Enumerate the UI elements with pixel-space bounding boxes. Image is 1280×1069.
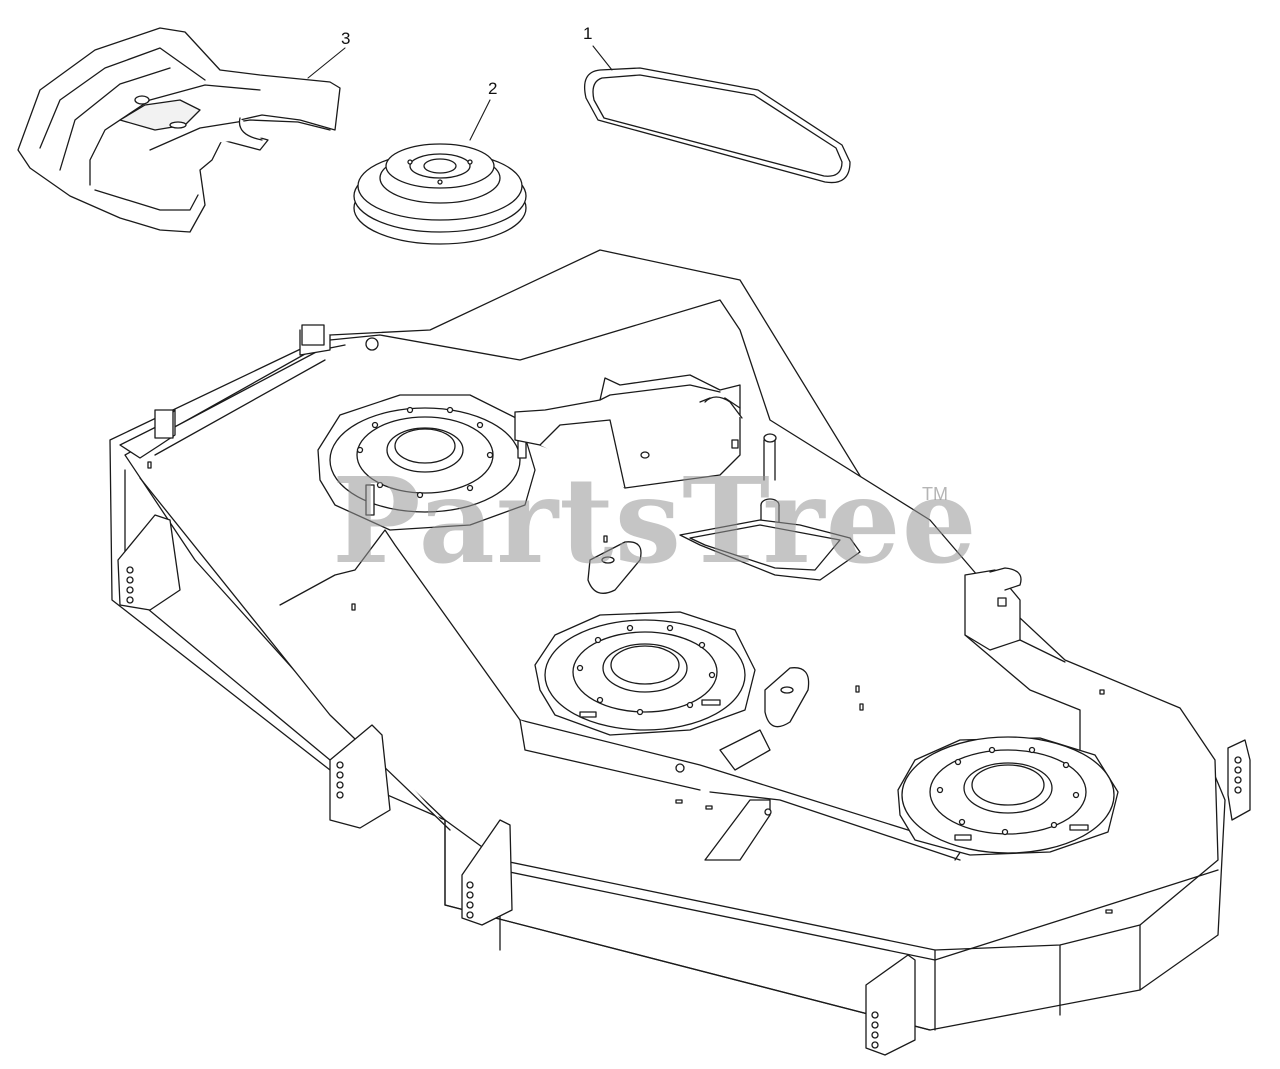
spindle-left <box>317 394 536 531</box>
trademark-mark: TM <box>922 484 948 504</box>
deck-slots <box>147 461 1113 914</box>
callout-part-3: 3 <box>341 29 351 48</box>
mower-deck-part <box>109 249 1251 1056</box>
gauge-brackets <box>117 514 1251 1056</box>
pulley-part <box>353 143 527 245</box>
callout-part-2: 2 <box>488 79 498 98</box>
belt-cover-part <box>17 27 341 233</box>
belt-part <box>583 67 851 184</box>
callout-leaders <box>307 45 613 141</box>
spindle-center <box>534 611 756 736</box>
partstree-watermark: PartsTree <box>332 451 978 590</box>
callout-part-1: 1 <box>583 24 593 43</box>
spindle-right <box>897 736 1119 856</box>
